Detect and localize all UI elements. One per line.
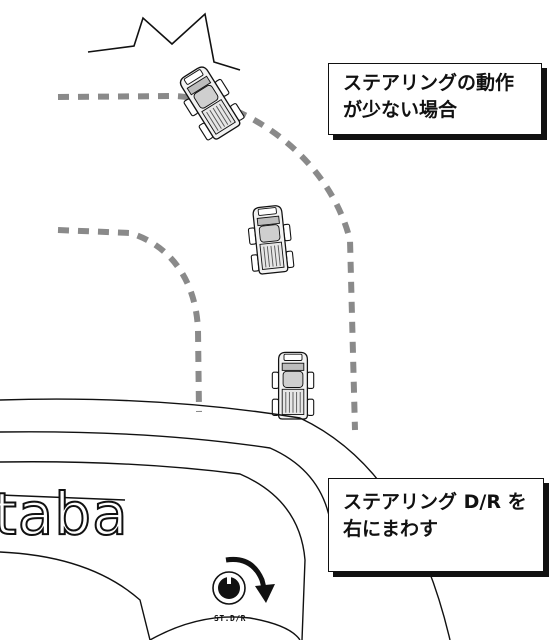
callout-line: が少ない場合 <box>343 99 458 121</box>
callout-insufficient-steering: ステアリングの動作 が少ない場合 <box>328 63 542 135</box>
callout-line: ステアリングの動作 <box>343 72 515 94</box>
rotate-right-arrow-icon <box>225 556 275 603</box>
callout-turn-dr-right: ステアリング D/R を 右にまわす <box>328 478 544 572</box>
callout-line: ステアリング D/R を <box>343 491 527 513</box>
dial-knob-icon[interactable] <box>212 571 246 605</box>
truck-icon <box>245 203 295 276</box>
truck-icon <box>271 351 315 420</box>
st-dr-knob-label: ST.D/R <box>214 614 246 623</box>
inner-trajectory-path <box>57 227 202 413</box>
crash-burst-icon <box>87 12 241 71</box>
brand-logo: taba <box>0 479 129 549</box>
truck-icon <box>171 60 248 145</box>
callout-line: 右にまわす <box>343 518 439 540</box>
